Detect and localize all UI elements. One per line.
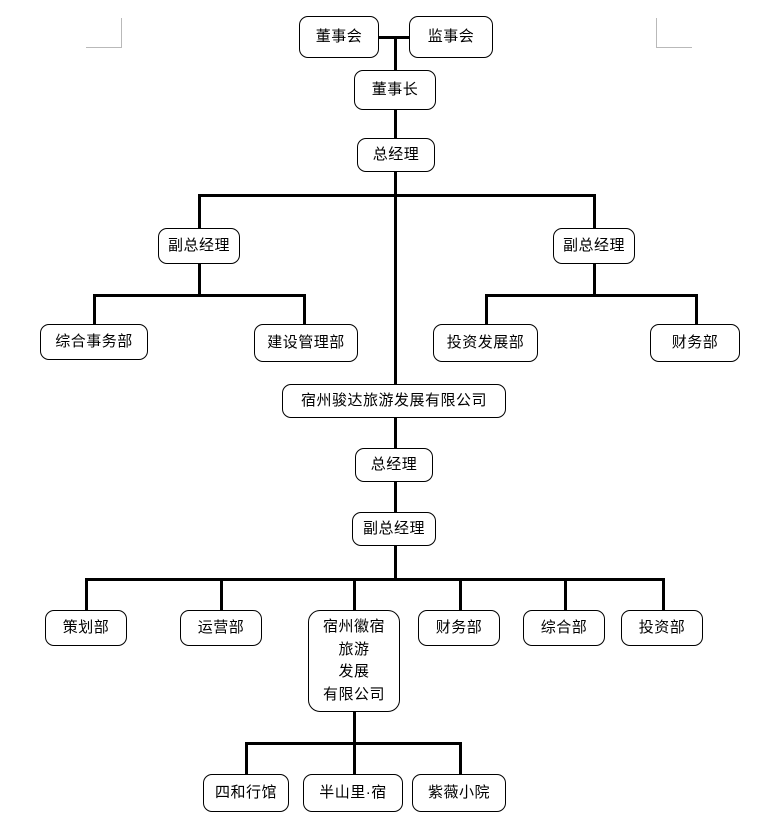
connector-to-finance (695, 294, 698, 324)
connector-to-general-affairs (93, 294, 96, 324)
node-dept-operations[interactable]: 运营部 (180, 610, 262, 646)
node-chairman[interactable]: 董事长 (354, 70, 436, 110)
connector-board-to-chairman (394, 36, 397, 72)
connector-to-investment (662, 578, 665, 610)
node-board-of-supervisors[interactable]: 监事会 (409, 16, 493, 58)
node-sub-general-manager[interactable]: 总经理 (355, 448, 433, 482)
node-deputy-gm-right[interactable]: 副总经理 (553, 228, 635, 264)
connector-to-ziwei (459, 742, 462, 774)
connector-deputy-left-stem (198, 262, 201, 296)
node-property-ziwei[interactable]: 紫薇小院 (412, 774, 506, 812)
node-dept-construction-mgmt[interactable]: 建设管理部 (254, 324, 358, 362)
node-property-sihe[interactable]: 四和行馆 (203, 774, 289, 812)
connector-to-huisu (353, 578, 356, 610)
connector-gm-bus (198, 194, 596, 197)
connector-to-investment-dev (485, 294, 488, 324)
crop-mark-top-left (86, 18, 122, 48)
node-property-banshanli[interactable]: 半山里·宿 (303, 774, 403, 812)
connector-deputy-right-stem (593, 262, 596, 296)
connector-sub-deputy-stem (394, 546, 397, 580)
connector-chairman-to-gm (394, 108, 397, 138)
node-subsidiary-huisu[interactable]: 宿州徽宿 旅游 发展 有限公司 (308, 610, 400, 712)
crop-mark-top-right (656, 18, 692, 48)
node-dept-general-affairs[interactable]: 综合事务部 (40, 324, 148, 360)
connector-deputy-left-bus (93, 294, 305, 297)
connector-to-sihe (245, 742, 248, 774)
connector-junda-to-sub-gm (394, 418, 397, 450)
connector-gm-spine (394, 170, 397, 398)
node-dept-comprehensive[interactable]: 综合部 (523, 610, 605, 646)
connector-to-comprehensive (564, 578, 567, 610)
node-dept-investment[interactable]: 投资部 (621, 610, 703, 646)
connector-to-operations (220, 578, 223, 610)
connector-sub-deputy-bus (85, 578, 665, 581)
node-sub-deputy-gm[interactable]: 副总经理 (352, 512, 436, 546)
connector-gm-to-deputy-left (198, 194, 201, 230)
connector-huisu-stem (353, 712, 356, 744)
connector-to-planning (85, 578, 88, 610)
connector-deputy-right-bus (485, 294, 698, 297)
node-board-of-directors[interactable]: 董事会 (299, 16, 379, 58)
node-dept-finance[interactable]: 财务部 (650, 324, 740, 362)
node-dept-finance-sub[interactable]: 财务部 (418, 610, 500, 646)
connector-to-banshanli (353, 742, 356, 774)
node-dept-investment-dev[interactable]: 投资发展部 (433, 324, 538, 362)
connector-sub-gm-to-sub-deputy (394, 482, 397, 514)
node-deputy-gm-left[interactable]: 副总经理 (158, 228, 240, 264)
node-dept-planning[interactable]: 策划部 (45, 610, 127, 646)
connector-gm-to-deputy-right (593, 194, 596, 230)
node-general-manager[interactable]: 总经理 (357, 138, 435, 172)
connector-to-finance-sub (459, 578, 462, 610)
connector-to-construction-mgmt (303, 294, 306, 324)
node-subsidiary-junda[interactable]: 宿州骏达旅游发展有限公司 (282, 384, 506, 418)
